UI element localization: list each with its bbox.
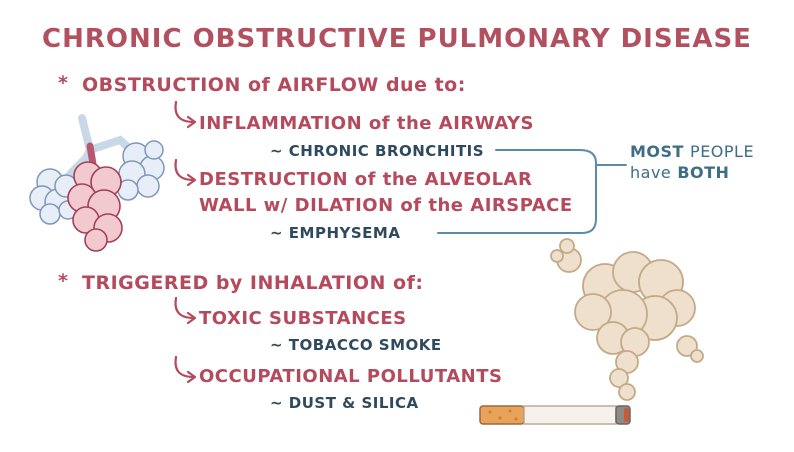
- note-line2: have BOTH: [630, 163, 729, 182]
- bullet-2: *: [58, 270, 69, 292]
- arrow-icon: [174, 158, 197, 187]
- bullet-1: *: [58, 72, 69, 94]
- inflammation-label: INFLAMMATION of the AIRWAYS: [199, 113, 535, 134]
- note-both: BOTH: [677, 163, 730, 182]
- note-people: PEOPLE: [690, 142, 755, 161]
- note-have: have: [630, 163, 672, 182]
- destruction-label-line1: DESTRUCTION of the ALVEOLAR: [199, 169, 533, 190]
- smoke-cloud-illustration: [550, 238, 704, 401]
- arrow-icon: [174, 296, 197, 325]
- tobacco-smoke-example: ~ TOBACCO SMOKE: [270, 336, 442, 354]
- bracket-connector: [437, 149, 627, 234]
- toxic-substances-label: TOXIC SUBSTANCES: [199, 308, 407, 329]
- occupational-pollutants-label: OCCUPATIONAL POLLUTANTS: [199, 366, 503, 387]
- cigarette-illustration: [479, 405, 631, 425]
- destruction-label-line2: WALL w/ DILATION of the AIRSPACE: [199, 195, 573, 216]
- page-title: CHRONIC OBSTRUCTIVE PULMONARY DISEASE: [42, 24, 752, 54]
- note-most: MOST: [630, 142, 684, 161]
- arrow-icon: [174, 355, 197, 384]
- note-line1: MOST PEOPLE: [630, 142, 754, 161]
- alveoli-illustration: [29, 114, 165, 252]
- dust-silica-example: ~ DUST & SILICA: [270, 394, 419, 412]
- arrow-icon: [174, 100, 197, 129]
- chronic-bronchitis-example: ~ CHRONIC BRONCHITIS: [270, 142, 485, 160]
- section2-heading: TRIGGERED by INHALATION of:: [82, 272, 424, 294]
- emphysema-example: ~ EMPHYSEMA: [270, 224, 401, 242]
- section1-heading: OBSTRUCTION of AIRFLOW due to:: [82, 74, 466, 96]
